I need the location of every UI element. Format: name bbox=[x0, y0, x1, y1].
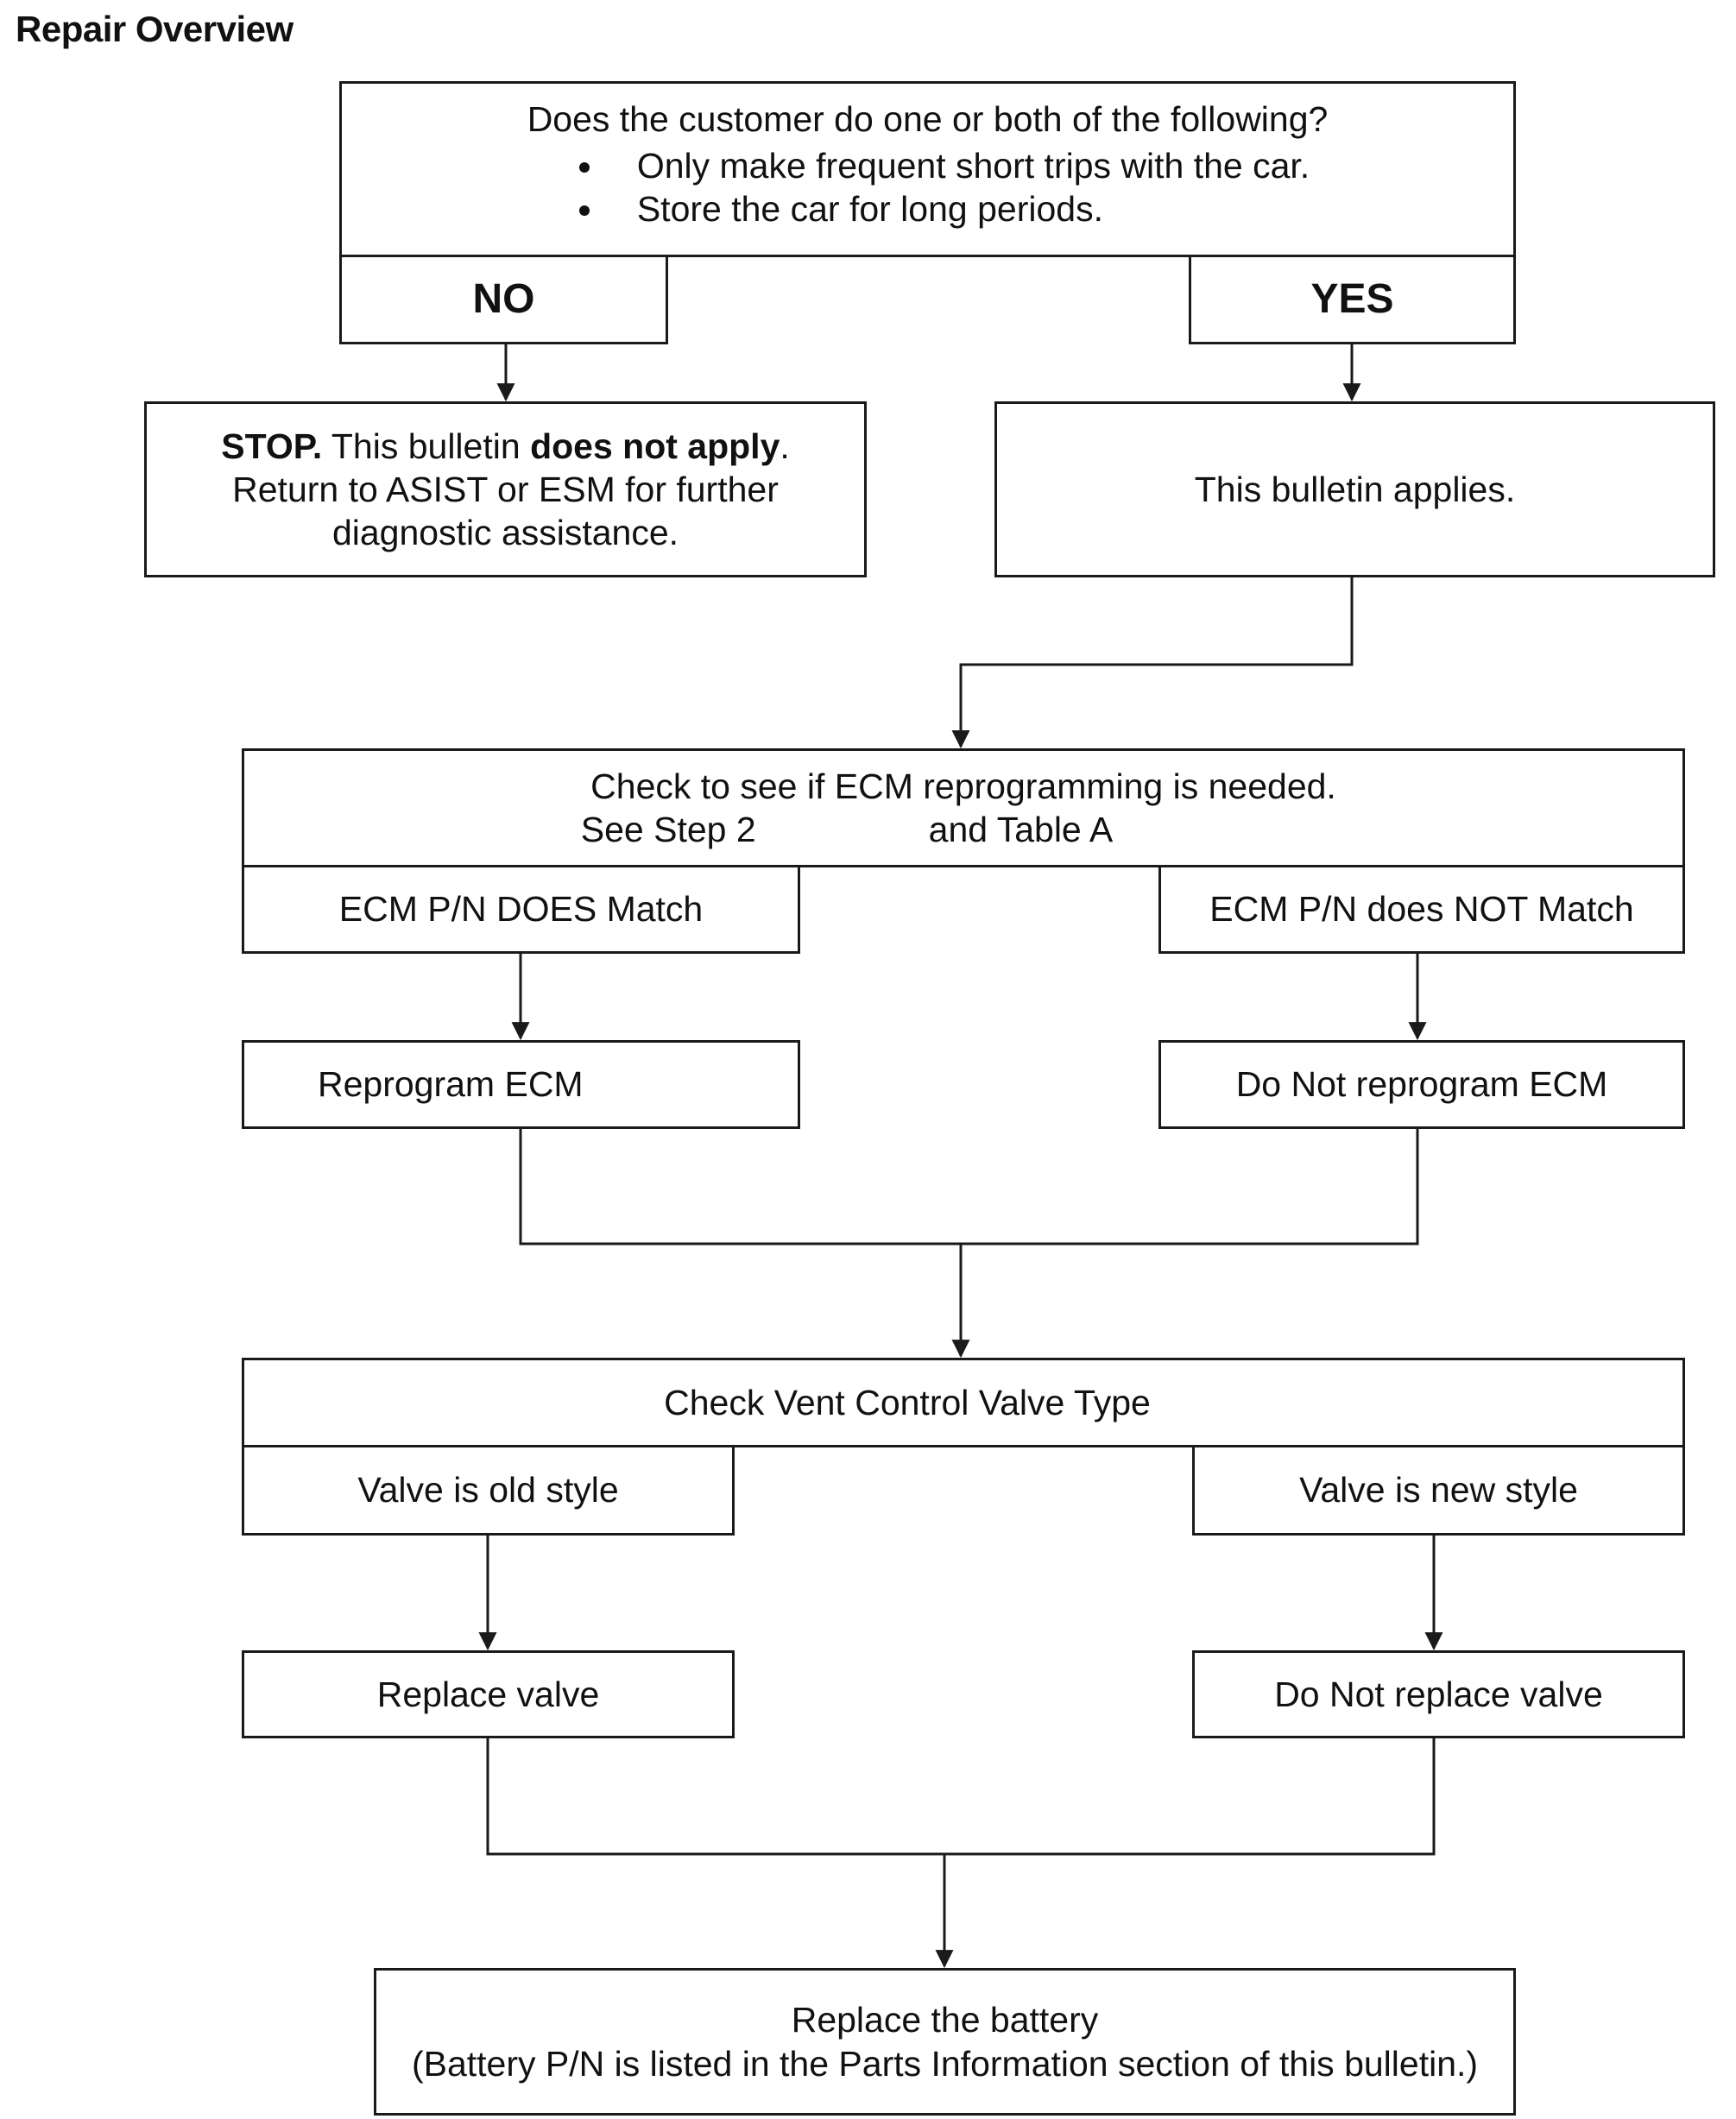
stop-box: STOP. This bulletin does not apply. Retu… bbox=[144, 401, 867, 577]
stop-bold: does not apply bbox=[530, 426, 780, 466]
merge-ecm-results bbox=[519, 1128, 1419, 1246]
battery-line-1: Replace the battery bbox=[791, 2000, 1099, 2040]
question-text: Does the customer do one or both of the … bbox=[527, 99, 1329, 139]
stop-pre: This bulletin bbox=[331, 426, 521, 466]
valve-old-box: Valve is old style bbox=[242, 1445, 735, 1536]
valve-check-box: Check Vent Control Valve Type bbox=[242, 1358, 1685, 1447]
stop-keyword: STOP. bbox=[221, 426, 323, 466]
ecm-match-box: ECM P/N DOES Match bbox=[242, 865, 800, 954]
ecm-check-table: and Table A bbox=[928, 810, 1114, 849]
ecm-nomatch-box: ECM P/N does NOT Match bbox=[1158, 865, 1685, 954]
no-replace-valve-box: Do Not replace valve bbox=[1192, 1650, 1685, 1738]
battery-line-2: (Battery P/N is listed in the Parts Info… bbox=[411, 2043, 1479, 2084]
ecm-check-line-2: See Step 2 and Table A bbox=[581, 808, 1113, 851]
replace-valve-box: Replace valve bbox=[242, 1650, 735, 1738]
reprogram-box: Reprogram ECM bbox=[242, 1040, 800, 1129]
branch-yes-box: YES bbox=[1189, 255, 1516, 344]
question-bullet: Only make frequent short trips with the … bbox=[606, 144, 1310, 187]
ecm-check-line-1: Check to see if ECM reprogramming is nee… bbox=[590, 766, 1336, 806]
page-title: Repair Overview bbox=[16, 9, 294, 49]
no-reprogram-box: Do Not reprogram ECM bbox=[1158, 1040, 1685, 1129]
battery-box: Replace the battery (Battery P/N is list… bbox=[374, 1968, 1516, 2116]
stop-line-1: STOP. This bulletin does not apply. bbox=[221, 425, 790, 468]
arrow-applies-to-ecm bbox=[951, 577, 1354, 749]
question-bullets: Only make frequent short trips with the … bbox=[546, 144, 1310, 230]
merge-valve-results bbox=[486, 1737, 1436, 1856]
ecm-check-step: See Step 2 bbox=[580, 810, 756, 849]
branch-no-box: NO bbox=[339, 255, 668, 344]
stop-line-2: Return to ASIST or ESM for further bbox=[232, 469, 779, 509]
applies-box: This bulletin applies. bbox=[994, 401, 1715, 577]
ecm-check-box: Check to see if ECM reprogramming is nee… bbox=[242, 748, 1685, 867]
stop-line-3: diagnostic assistance. bbox=[331, 513, 679, 552]
question-box: Does the customer do one or both of the … bbox=[339, 81, 1516, 257]
stop-post: . bbox=[780, 426, 790, 466]
question-bullet: Store the car for long periods. bbox=[606, 187, 1310, 230]
valve-new-box: Valve is new style bbox=[1192, 1445, 1685, 1536]
